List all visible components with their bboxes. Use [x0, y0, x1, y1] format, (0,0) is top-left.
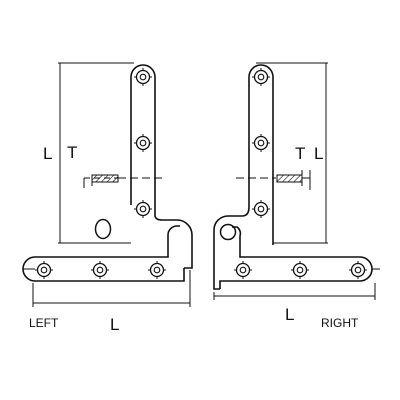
left-hinge: [22, 64, 193, 282]
right-thickness-label: T: [295, 144, 305, 163]
right-caption: RIGHT: [321, 316, 359, 330]
left-thickness-label: T: [67, 143, 77, 162]
left-horizontal-hole-3: [147, 260, 167, 280]
left-pin-hole: [94, 218, 112, 240]
left-height-label: L: [43, 144, 52, 163]
right-vertical-leaf: [248, 64, 274, 245]
left-horizontal-leaf: [35, 225, 180, 258]
right-thickness-hatch: [276, 174, 303, 183]
right-vertical-hole-3: [251, 199, 271, 219]
right-height-label: L: [314, 144, 323, 163]
right-horizontal-hole-2: [290, 260, 310, 280]
right-length-label: L: [285, 305, 294, 324]
left-horizontal-hole-2: [90, 260, 110, 280]
right-hinge: [213, 64, 380, 290]
left-thickness-hatch: [91, 174, 119, 183]
right-horizontal-hole-3: [348, 260, 368, 280]
right-horizontal-leaf: [219, 226, 373, 289]
left-length-label: L: [110, 315, 119, 334]
right-dimensions: [213, 62, 376, 300]
left-caption: LEFT: [29, 316, 59, 330]
left-vertical-leaf: [130, 64, 193, 269]
right-horizontal-hole-1: [233, 260, 253, 280]
right-vertical-hole-1: [251, 67, 271, 87]
left-vertical-hole-3: [133, 199, 153, 219]
left-dimensions: [32, 62, 191, 307]
left-horizontal-hole-1: [34, 260, 54, 280]
left-vertical-hole-1: [133, 67, 153, 87]
right-vertical-hole-2: [251, 133, 271, 153]
left-vertical-hole-2: [133, 133, 153, 153]
right-pin-hole: [219, 223, 237, 241]
